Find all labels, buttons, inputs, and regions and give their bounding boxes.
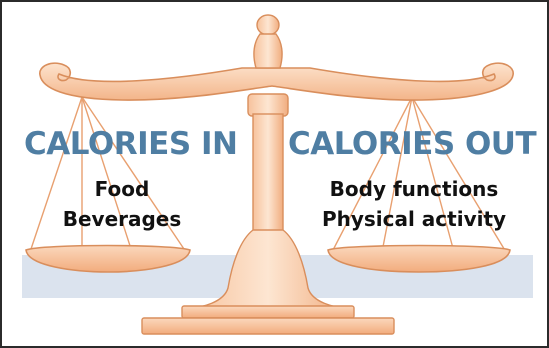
- calories-out-heading: CALORIES OUT: [288, 126, 536, 162]
- finial-knob: [257, 15, 279, 35]
- scale-base-plate-upper: [182, 306, 354, 318]
- calories-in-item-food: Food: [62, 174, 182, 204]
- pivot-block: [248, 94, 288, 116]
- calories-in-heading: CALORIES IN: [24, 126, 237, 162]
- calories-in-item-beverages: Beverages: [38, 204, 206, 234]
- finial-neck: [254, 34, 282, 68]
- calories-out-item-body-functions: Body functions: [298, 174, 530, 204]
- scale-base-plate-lower: [142, 318, 394, 334]
- calories-out-item-physical-activity: Physical activity: [298, 204, 530, 234]
- scale-pole: [253, 114, 283, 234]
